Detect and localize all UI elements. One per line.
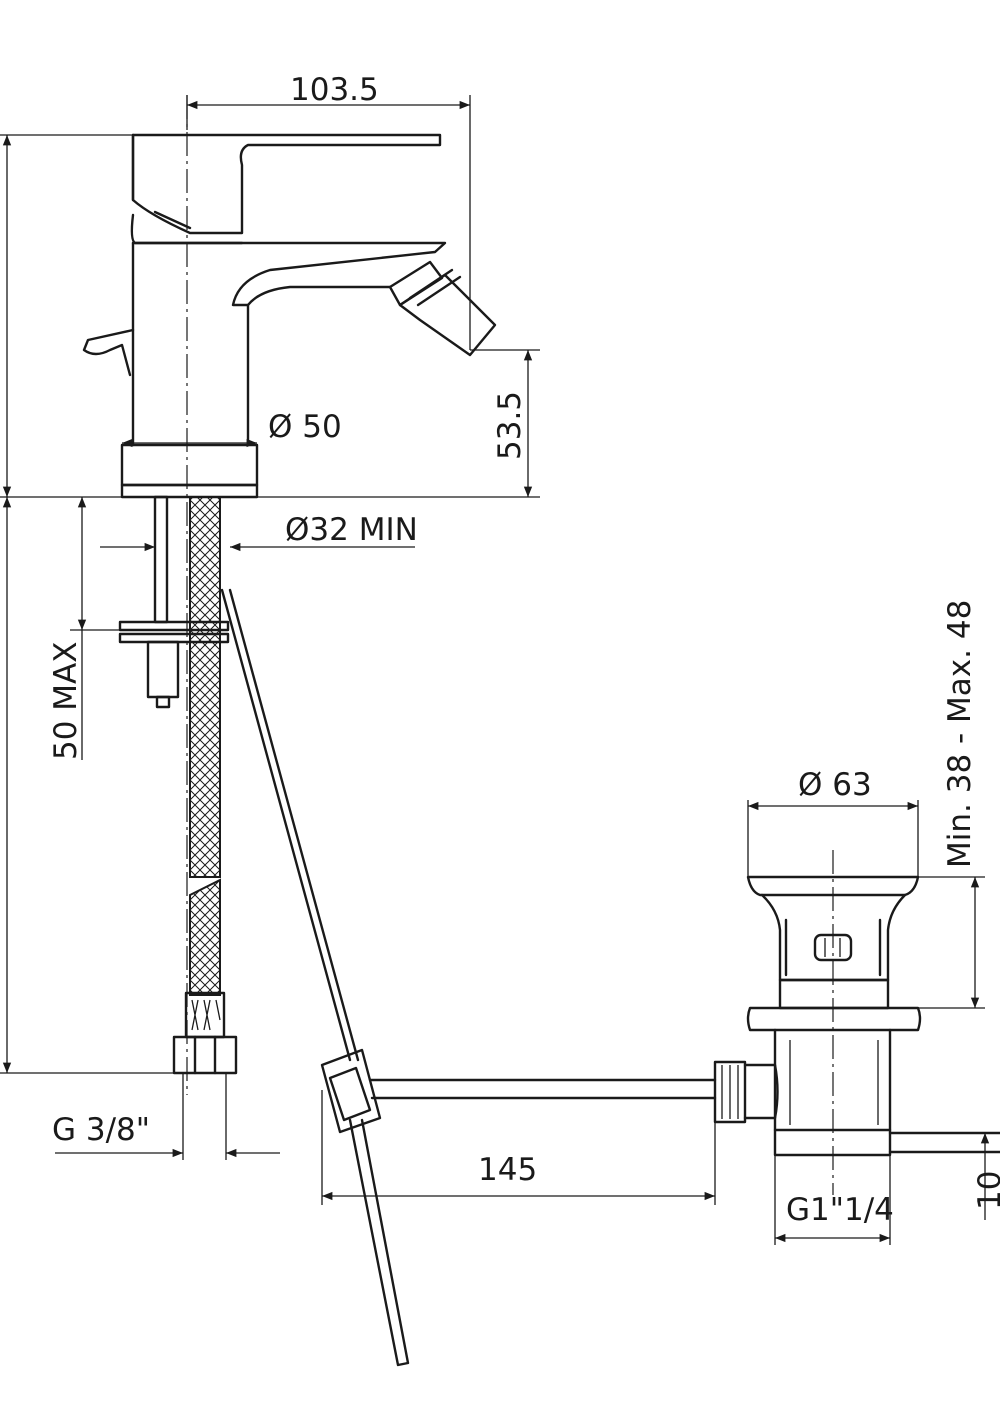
dim-rod-length: 145 (478, 1152, 537, 1188)
pop-up-waste (713, 875, 1000, 1157)
dimension-lines (0, 95, 990, 1245)
dim-waste-thread: G1"1/4 (786, 1192, 894, 1228)
dim-spout-height: 53.5 (492, 391, 528, 460)
hose-connector (172, 991, 238, 1075)
bidet-nozzle (388, 260, 497, 357)
dim-spout-reach: 103.5 (290, 72, 379, 108)
mixer-body (82, 133, 447, 499)
dim-right-partial: 10 (972, 1171, 1000, 1210)
dim-hole-diameter: Ø32 MIN (285, 512, 418, 548)
dim-max-deck: 50 MAX (48, 642, 84, 761)
dim-base-diameter: Ø 50 (268, 409, 342, 445)
dim-deck-range: Min. 38 - Max. 48 (942, 600, 978, 868)
dim-waste-diameter: Ø 63 (798, 767, 872, 803)
flex-hose (189, 496, 221, 996)
dim-connector-thread: G 3/8" (52, 1112, 150, 1148)
pop-up-rod (220, 588, 717, 1367)
